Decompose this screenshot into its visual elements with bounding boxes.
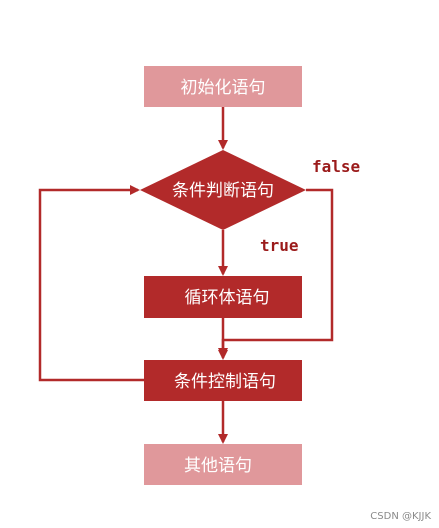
other-node xyxy=(144,444,302,485)
edge-loop-back xyxy=(38,185,144,382)
condition-node xyxy=(140,150,306,230)
condition-label: 条件判断语句 xyxy=(172,181,274,201)
true-label: true xyxy=(260,236,299,255)
other-label: 其他语句 xyxy=(184,456,252,476)
init-node xyxy=(144,66,302,107)
loop-body-label: 循环体语句 xyxy=(185,288,270,308)
watermark: CSDN @KJJK xyxy=(370,511,431,522)
control-node xyxy=(144,360,302,401)
edge-false-path xyxy=(218,188,334,358)
control-label: 条件控制语句 xyxy=(174,372,276,392)
loop-body-node xyxy=(144,276,302,318)
false-label: false xyxy=(312,157,360,176)
init-label: 初始化语句 xyxy=(181,78,266,98)
